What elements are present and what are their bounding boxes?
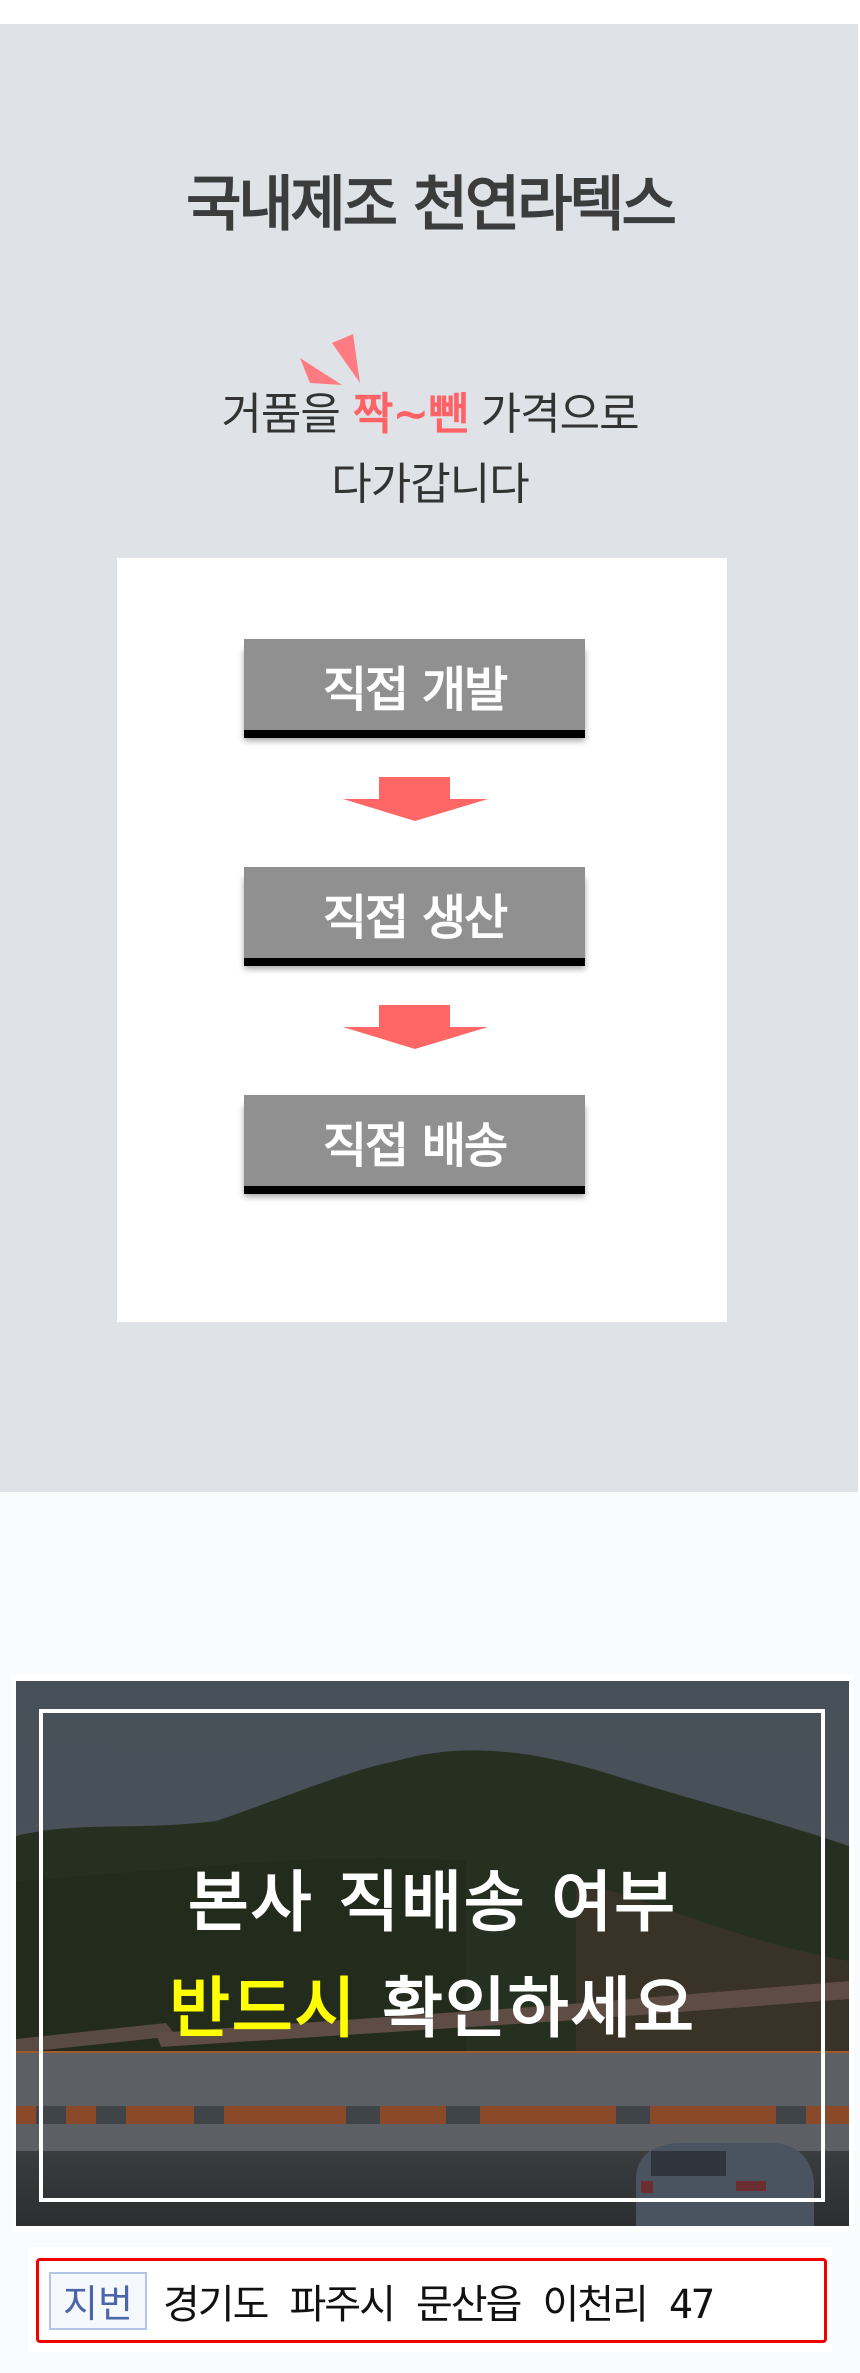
step-label: 직접 배송 <box>322 1117 508 1174</box>
address-box: 지번 경기도 파주시 문산읍 이천리 47 <box>36 2258 827 2343</box>
subtitle-line-2: 다가갑니다 <box>331 459 529 510</box>
address-text: 경기도 파주시 문산읍 이천리 47 <box>163 2281 715 2328</box>
address-type-badge: 지번 <box>49 2271 147 2330</box>
sparkle-icon <box>300 334 360 385</box>
top-strip <box>0 0 860 24</box>
section-edge <box>858 24 860 1492</box>
banner-subheadline: 반드시 확인하세요 <box>16 1964 849 2054</box>
factory-photo <box>16 1681 849 2226</box>
banner-headline: 본사 직배송 여부 <box>188 1864 677 1941</box>
step-produce: 직접 생산 <box>244 867 585 958</box>
banner-frame <box>39 1709 825 2202</box>
step-develop: 직접 개발 <box>244 639 585 730</box>
banner-highlight: 반드시 <box>169 1970 358 2047</box>
subtitle-highlight: 짝~뺀 <box>352 389 469 440</box>
step-deliver: 직접 배송 <box>244 1095 585 1186</box>
subtitle-line-1: 거품을 짝~뺀 가격으로 <box>0 385 860 445</box>
step-label: 직접 개발 <box>322 661 508 718</box>
down-arrow-icon <box>343 777 488 821</box>
step-label: 직접 생산 <box>322 889 508 946</box>
down-arrow-icon <box>343 1005 488 1049</box>
subtitle-prefix: 거품을 <box>221 389 353 440</box>
subtitle-suffix: 가격으로 <box>467 389 640 440</box>
banner-rest: 확인하세요 <box>357 1970 696 2047</box>
page-title: 국내제조 천연라텍스 <box>186 170 677 240</box>
factory-illustration <box>16 1681 849 2226</box>
